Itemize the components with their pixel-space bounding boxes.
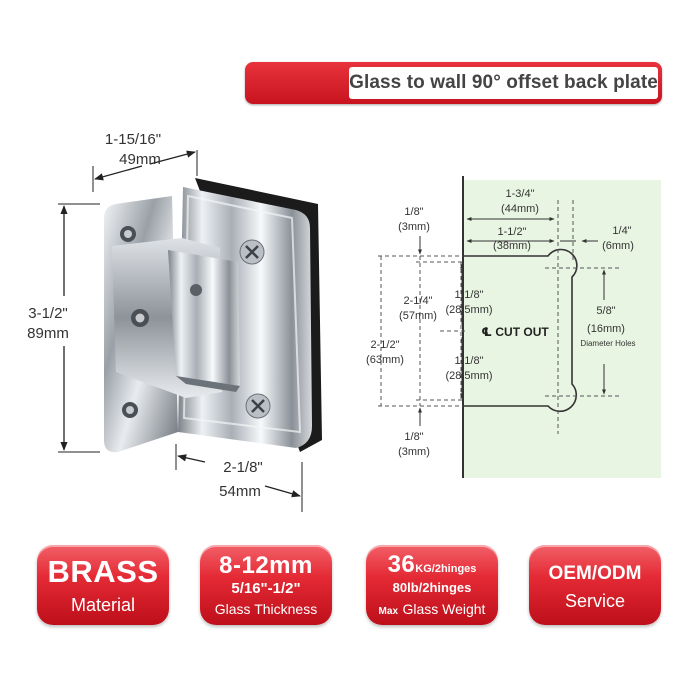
wall-area — [463, 180, 661, 478]
cutout-label: ℄ CUT OUT — [481, 325, 549, 339]
svg-text:(38mm): (38mm) — [493, 240, 531, 252]
svg-text:1/8": 1/8" — [404, 206, 423, 218]
svg-text:(63mm): (63mm) — [366, 354, 404, 366]
height-in-label: 3-1/2" — [28, 305, 68, 322]
svg-text:(28.5mm): (28.5mm) — [445, 304, 492, 316]
svg-text:1-1/8": 1-1/8" — [455, 355, 484, 367]
svg-text:5/8": 5/8" — [596, 305, 615, 317]
svg-text:(44mm): (44mm) — [501, 203, 539, 215]
bottom-mm-label: 54mm — [219, 483, 261, 500]
title-banner: Glass to wall 90° offset back plate — [245, 62, 662, 104]
svg-text:2-1/4": 2-1/4" — [404, 295, 433, 307]
bottom-in-label: 2-1/8" — [223, 459, 263, 476]
title-box: Glass to wall 90° offset back plate — [349, 67, 658, 99]
title-text: Glass to wall 90° offset back plate — [349, 72, 658, 93]
feature-service: OEM/ODM Service — [529, 545, 661, 625]
cutout-outline — [463, 248, 578, 413]
svg-text:1-1/8": 1-1/8" — [455, 289, 484, 301]
svg-text:(16mm): (16mm) — [587, 323, 625, 335]
svg-text:(6mm): (6mm) — [602, 240, 634, 252]
height-mm-label: 89mm — [27, 325, 69, 342]
svg-text:2-1/2": 2-1/2" — [371, 339, 400, 351]
svg-text:(3mm): (3mm) — [398, 221, 430, 233]
screw-bottom — [245, 393, 271, 419]
svg-text:1/4": 1/4" — [612, 225, 631, 237]
svg-text:1-3/4": 1-3/4" — [506, 188, 535, 200]
svg-text:Diameter Holes: Diameter Holes — [580, 339, 635, 348]
feature-glass-weight: 36KG/2hinges 80lb/2hinges Max Glass Weig… — [366, 545, 498, 625]
screw-top — [239, 239, 265, 265]
feature-material: BRASS Material — [37, 545, 169, 625]
svg-text:(28.5mm): (28.5mm) — [445, 370, 492, 382]
hinge-flap — [168, 250, 240, 386]
svg-text:(57mm): (57mm) — [399, 310, 437, 322]
feature-glass-thickness: 8-12mm 5/16"-1/2" Glass Thickness — [200, 545, 332, 625]
svg-text:1/8": 1/8" — [404, 431, 423, 443]
width-in-label: 1-15/16" — [105, 131, 161, 148]
width-mm-label: 49mm — [119, 151, 161, 168]
svg-text:1-1/2": 1-1/2" — [498, 226, 527, 238]
svg-text:(3mm): (3mm) — [398, 446, 430, 458]
